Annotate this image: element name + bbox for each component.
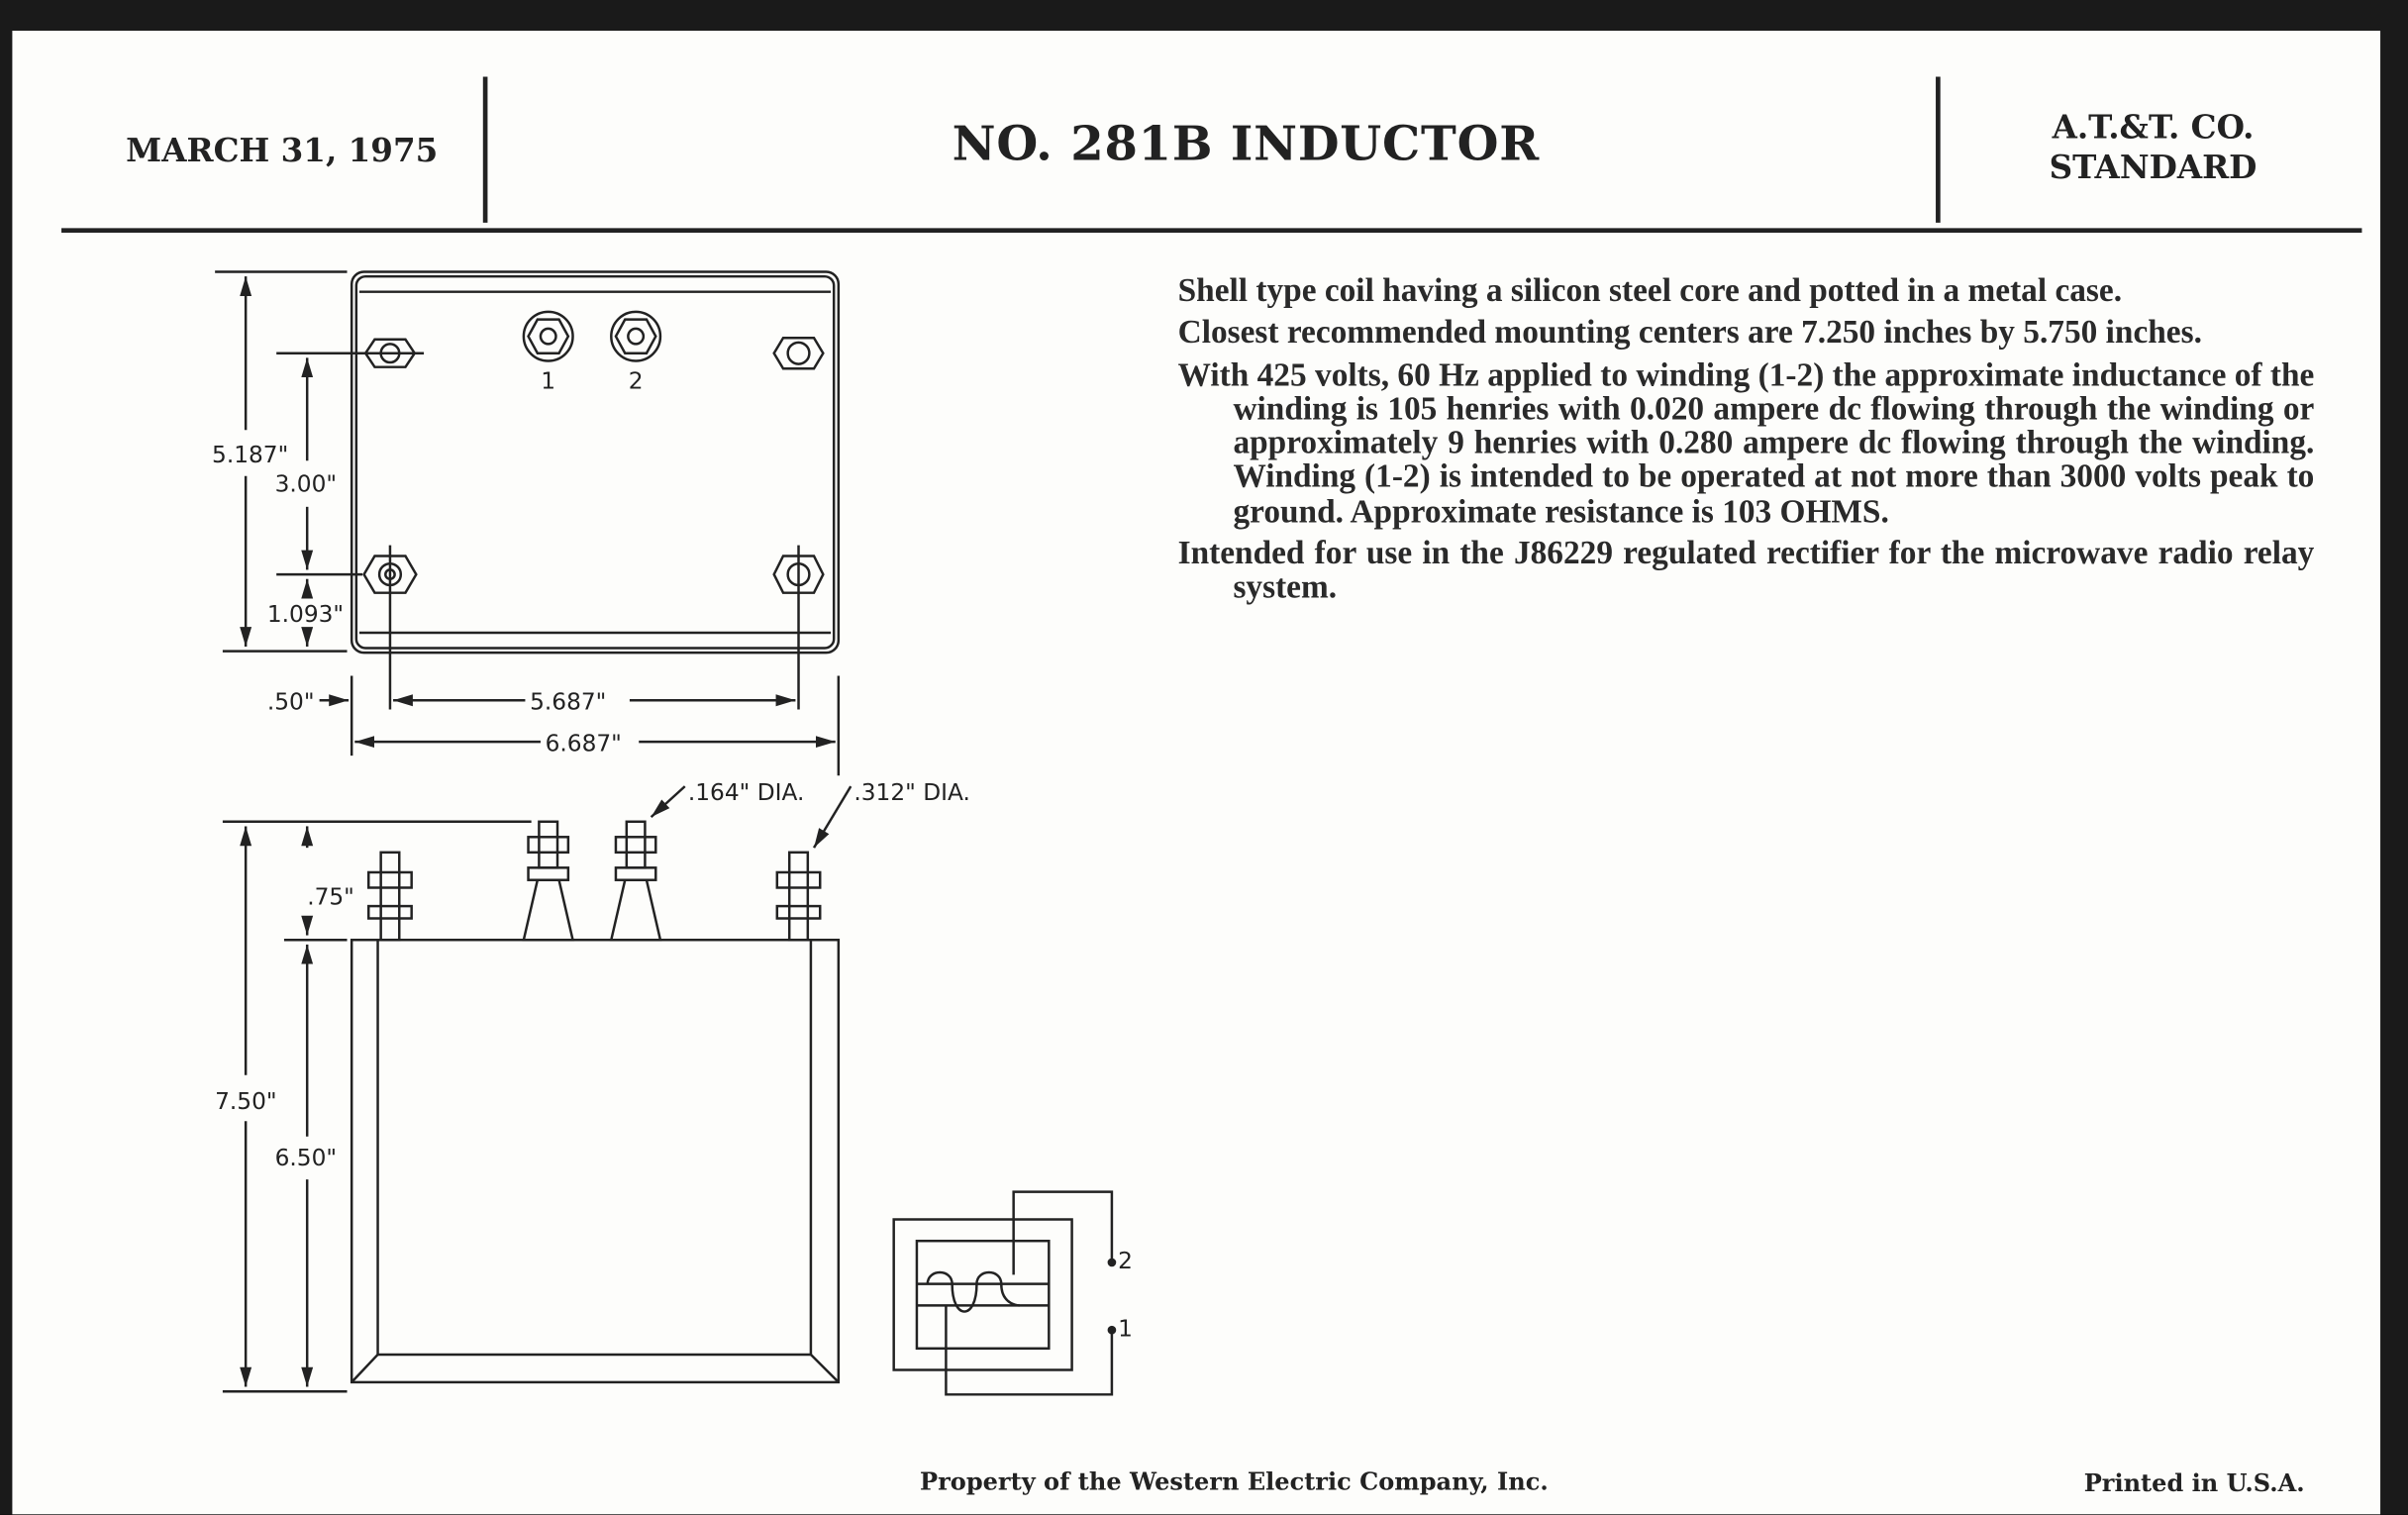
terminal-icon	[522, 820, 575, 942]
dim-stud-spacing-v: 3.00"	[275, 470, 337, 497]
footer-property: Property of the Western Electric Company…	[920, 1466, 1549, 1496]
terminal-dia-label: .164" DIA.	[688, 779, 805, 806]
schematic-terminal-1: 1	[1118, 1315, 1133, 1342]
terminal-2-label: 2	[629, 367, 644, 394]
terminal-icon	[609, 820, 662, 942]
dim-width: 6.687"	[546, 730, 622, 757]
standard-line-1: A.T.&T. CO.	[2052, 107, 2255, 147]
stud-dia-label: .312" DIA.	[853, 779, 970, 806]
stud-icon	[775, 851, 822, 942]
footer-printed: Printed in U.S.A.	[2083, 1467, 2305, 1498]
description-paragraph: Shell type coil having a silicon steel c…	[1177, 271, 2123, 309]
dim-side-offset: .50"	[267, 689, 315, 716]
dim-stud-spacing-h: 5.687"	[530, 689, 606, 716]
mounting-stud-icon	[772, 336, 825, 370]
dim-height: 5.187"	[212, 442, 288, 468]
schematic-terminal-2: 2	[1118, 1248, 1133, 1274]
description-paragraph: Closest recommended mounting centers are…	[1177, 313, 2202, 352]
page-title: NO. 281B INDUCTOR	[952, 116, 1540, 172]
terminal-icon	[522, 310, 574, 362]
description-paragraph: With 425 volts, 60 Hz applied to winding…	[1177, 355, 2315, 530]
standard-label: A.T.&T. CO. STANDARD	[2046, 108, 2260, 188]
date: MARCH 31, 1975	[126, 130, 439, 169]
dim-bottom-offset: 1.093"	[267, 601, 344, 628]
terminal-icon	[610, 310, 662, 362]
dim-stud-height: .75"	[307, 884, 354, 911]
winding-schematic-icon	[892, 1190, 1117, 1396]
standard-line-2: STANDARD	[2049, 147, 2258, 186]
description: Shell type coil having a silicon steel c…	[1178, 273, 2315, 612]
header-rules	[61, 76, 2362, 233]
dim-case-height: 6.50"	[275, 1145, 337, 1171]
dim-overall-height: 7.50"	[215, 1088, 276, 1115]
side-view-drawing	[222, 785, 853, 1393]
top-view-drawing	[215, 270, 841, 776]
terminal-1-label: 1	[541, 367, 555, 394]
description-paragraph: Intended for use in the J86229 regulated…	[1177, 534, 2315, 606]
paper-page	[12, 31, 2381, 1515]
stud-icon	[366, 851, 413, 942]
